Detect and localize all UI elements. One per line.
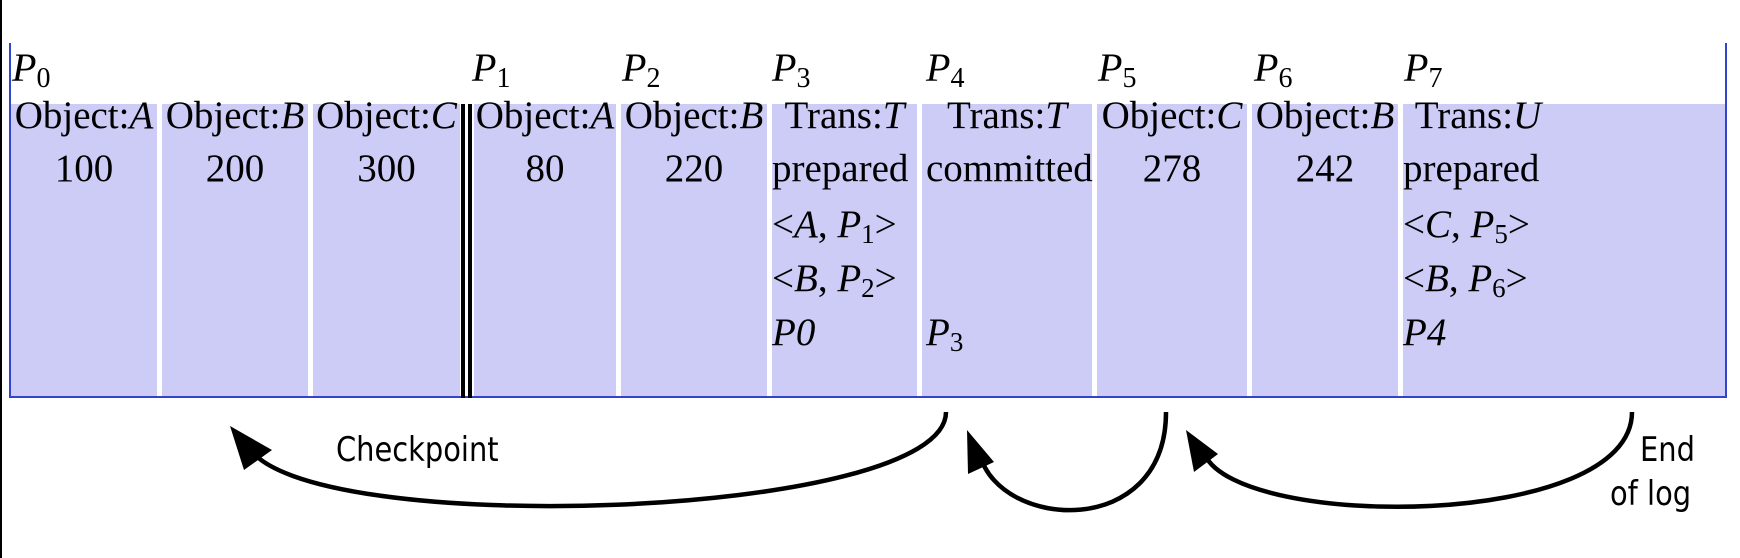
arrow-p4-to-p3 (977, 411, 1169, 513)
entry-heading: Trans:T (784, 94, 905, 137)
log-entry-object-c-278: Object:C 278 (1097, 94, 1247, 396)
log-entry-object-b-242: Object:B 242 (1252, 94, 1398, 396)
log-entry-object-a-80: Object:A 80 (474, 94, 616, 396)
arrowhead-checkpoint (230, 426, 272, 470)
entry-value: 242 (1295, 147, 1355, 190)
position-label-p2: P2 (622, 45, 661, 94)
entry-prev-pointer: P3 (926, 311, 964, 357)
position-label-p6: P6 (1254, 45, 1293, 94)
entry-heading: Object:C (316, 94, 457, 137)
position-label-p4: P4 (926, 45, 965, 94)
entry-prev-pointer: P0 (772, 311, 816, 354)
entry-value: 100 (54, 147, 114, 190)
entry-value: 278 (1142, 147, 1202, 190)
entry-status: committed (926, 147, 1093, 190)
arrowhead-p4 (1186, 430, 1218, 472)
entry-status: prepared (772, 147, 909, 190)
arrowhead-p3 (967, 430, 994, 474)
entry-status: prepared (1403, 147, 1540, 190)
checkpoint-double-bar (460, 104, 474, 398)
entry-pair-2: <B, P2> (772, 257, 897, 303)
log-entry-trans-t-prepared: Trans:T prepared <A, P1> <B, P2> P0 (772, 94, 917, 396)
entry-heading: Object:B (624, 94, 764, 137)
entry-prev-pointer: P4 (1403, 311, 1447, 354)
entry-heading: Trans:U (1414, 94, 1542, 137)
end-of-log-label-line1: End (1640, 430, 1695, 470)
entry-pair-1: <A, P1> (772, 203, 897, 249)
entry-value: 300 (357, 147, 416, 190)
left-margin-rule (0, 0, 2, 558)
checkpoint-label: Checkpoint (336, 430, 499, 470)
end-of-log-label-line2: of log (1610, 474, 1692, 514)
entry-pair-1: <C, P5> (1403, 203, 1530, 249)
position-label-p1: P1 (472, 45, 511, 94)
position-label-p3: P3 (772, 45, 811, 94)
entry-heading: Object:A (14, 94, 154, 137)
entry-heading: Object:B (1255, 94, 1395, 137)
log-entry-trans-t-committed: Trans:T committed P3 (922, 94, 1093, 396)
entry-value: 80 (525, 147, 565, 190)
entry-heading: Trans:T (947, 94, 1067, 137)
log-entry-object-c-300: Object:C 300 (313, 94, 460, 396)
log-entry-object-b-200: Object:B 200 (162, 94, 308, 396)
position-label-p0: P0 (12, 45, 51, 94)
entry-value: 220 (664, 147, 724, 190)
entry-value: 200 (205, 147, 265, 190)
entry-pair-2: <B, P6> (1403, 257, 1528, 303)
arrow-p7-to-p4 (1202, 411, 1635, 510)
position-label-p5: P5 (1098, 45, 1137, 94)
entry-heading: Object:A (475, 94, 615, 137)
entry-heading: Object:C (1101, 94, 1243, 137)
arrow-p3-to-p0 (246, 411, 949, 509)
log-frame (9, 43, 1727, 398)
log-entry-trans-u-prepared: Trans:U prepared <C, P5> <B, P6> P4 (1403, 94, 1725, 396)
log-entry-object-a-100: Object:A 100 (11, 94, 157, 396)
position-label-p7: P7 (1404, 45, 1443, 94)
entry-heading: Object:B (165, 94, 305, 137)
log-entry-object-b-220: Object:B 220 (621, 94, 767, 396)
